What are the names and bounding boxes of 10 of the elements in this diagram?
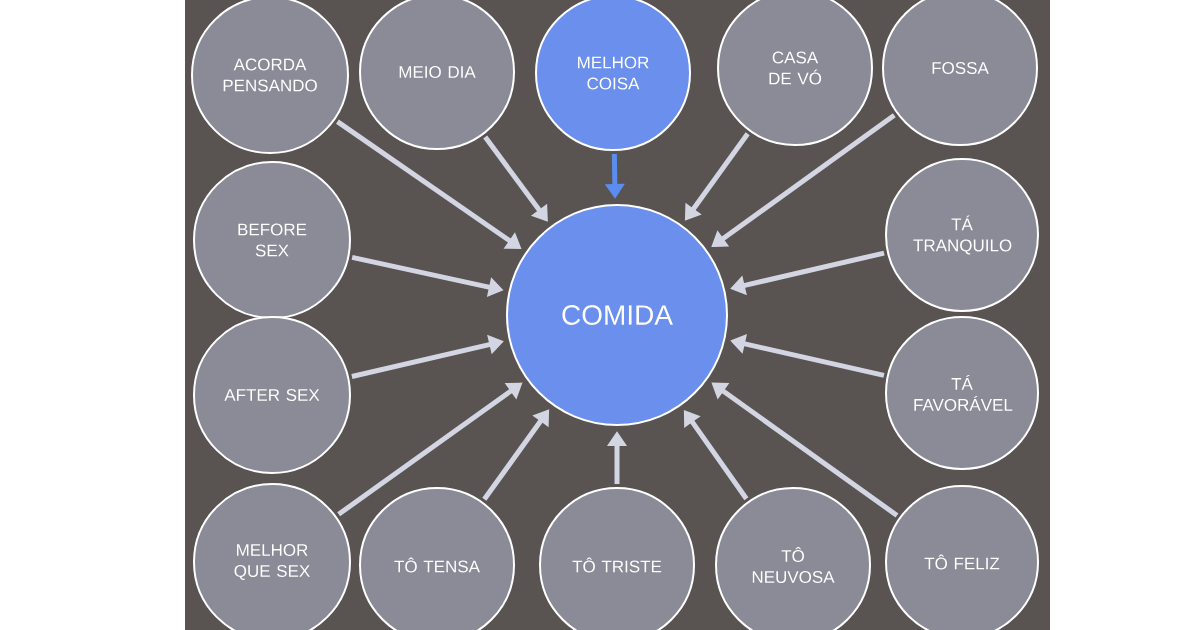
circle-node: TÔ TRISTE [539, 487, 695, 630]
circle-node: TÁ FAVORÁVEL [885, 316, 1039, 470]
circle-node: BEFORE SEX [193, 161, 351, 319]
circle-node: AFTER SEX [193, 316, 351, 474]
circle-node: TÔ FELIZ [885, 485, 1039, 630]
circle-node: TÁ TRANQUILO [885, 158, 1039, 312]
circle-node: TÔ TENSA [359, 487, 515, 630]
circle-node: TÔ NEUVOSA [715, 487, 871, 630]
circle-node: COMIDA [506, 204, 728, 426]
circle-node: MELHOR QUE SEX [193, 483, 351, 630]
